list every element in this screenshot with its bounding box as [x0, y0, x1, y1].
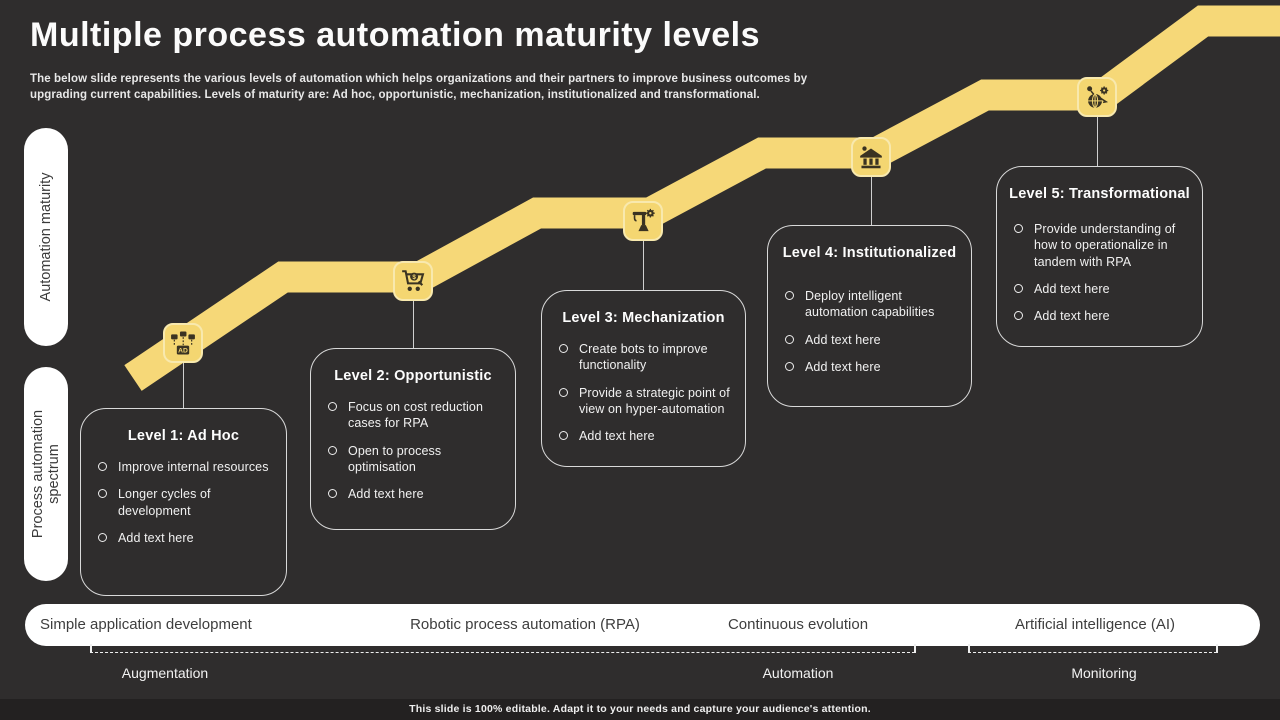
bullet-circle-icon	[1014, 224, 1023, 233]
connector-line	[1097, 117, 1098, 166]
bullet-item[interactable]: Add text here	[785, 332, 959, 348]
spectrum-label-artificial-intelligence: Artificial intelligence (AI)	[1014, 616, 1176, 633]
bullet-circle-icon	[98, 532, 107, 542]
phase-bracket-monitoring	[968, 652, 1217, 653]
robotic-arm-icon	[630, 208, 656, 234]
spectrum-label-continuous-evolution: Continuous evolution	[727, 616, 869, 633]
spectrum-label-rpa: Robotic process automation (RPA)	[410, 616, 640, 633]
bullet-circle-icon	[1014, 311, 1023, 320]
level-title: Level 5: Transformational	[1009, 186, 1190, 202]
placeholder-text[interactable]: Add text here	[348, 487, 424, 501]
spectrum-label-simple-application-development: Simple application development	[40, 616, 252, 633]
slide-subtitle: The below slide represents the various l…	[30, 73, 808, 101]
placeholder-text[interactable]: Add text here	[805, 332, 881, 347]
bullet-circle-icon	[328, 402, 337, 411]
bullet-item: Improve internal resources	[98, 459, 274, 475]
connector-line	[643, 241, 644, 290]
level-bullet-list: Create bots to improve functionality Pro…	[542, 341, 745, 444]
level-5-badge[interactable]	[1077, 77, 1117, 117]
bracket-tick	[1216, 644, 1218, 653]
level-1-card[interactable]: Level 1: Ad Hoc Improve internal resourc…	[80, 408, 287, 596]
ad-hoc-network-icon: AD	[170, 330, 196, 356]
bullet-item[interactable]: Add text here	[1014, 281, 1190, 297]
level-4-card[interactable]: Level 4: Institutionalized Deploy intell…	[767, 225, 972, 407]
level-title: Level 2: Opportunistic	[334, 368, 492, 384]
bullet-item: Open to process optimisation	[328, 443, 503, 476]
bullet-item: Provide understanding of how to operatio…	[1014, 221, 1190, 270]
ad-label: AD	[178, 348, 188, 355]
footer-note: This slide is 100% editable. Adapt it to…	[0, 699, 1280, 720]
institution-building-icon	[858, 144, 884, 170]
bullet-item[interactable]: Add text here	[1014, 308, 1190, 324]
level-bullet-list: Focus on cost reduction cases for RPA Op…	[311, 399, 515, 502]
phase-label-automation: Automation	[762, 665, 834, 681]
placeholder-text[interactable]: Add text here	[118, 530, 194, 545]
level-4-badge[interactable]	[851, 137, 891, 177]
placeholder-text[interactable]: Add text here	[579, 429, 655, 443]
level-1-badge[interactable]: AD	[163, 323, 203, 363]
bullet-circle-icon	[328, 445, 337, 455]
level-title: Level 1: Ad Hoc	[127, 428, 240, 444]
axis-pill-automation-maturity[interactable]: Automation maturity	[24, 128, 68, 346]
bullet-circle-icon	[785, 334, 794, 344]
level-3-card[interactable]: Level 3: Mechanization Create bots to im…	[541, 290, 746, 467]
phase-bracket-augmentation-automation	[90, 652, 915, 653]
bullet-circle-icon	[559, 431, 568, 440]
placeholder-text[interactable]: Add text here	[1034, 309, 1110, 323]
axis-pill-label: Automation maturity	[37, 172, 54, 302]
bracket-tick	[968, 644, 970, 653]
global-transformation-icon	[1084, 84, 1110, 110]
placeholder-text[interactable]: Add text here	[805, 359, 881, 374]
bullet-circle-icon	[559, 387, 568, 397]
bullet-text: Create bots to improve functionality	[579, 342, 708, 373]
bracket-tick	[90, 644, 92, 653]
bullet-circle-icon	[98, 462, 107, 471]
connector-line	[183, 363, 184, 408]
bullet-item: Focus on cost reduction cases for RPA	[328, 399, 503, 432]
bullet-item[interactable]: Add text here	[98, 530, 274, 546]
bullet-circle-icon	[559, 344, 568, 353]
level-2-card[interactable]: Level 2: Opportunistic Focus on cost red…	[310, 348, 516, 530]
bullet-circle-icon	[785, 361, 794, 371]
shopping-cart-icon: $	[400, 268, 426, 294]
bullet-circle-icon	[785, 291, 794, 300]
axis-pill-process-automation-spectrum[interactable]: Process automation spectrum	[24, 367, 68, 581]
phase-label-monitoring: Monitoring	[1071, 665, 1137, 681]
level-bullet-list: Provide understanding of how to operatio…	[997, 221, 1202, 324]
bullet-text: Improve internal resources	[118, 460, 269, 474]
level-2-badge[interactable]: $	[393, 261, 433, 301]
level-bullet-list: Deploy intelligent automation capabiliti…	[768, 288, 971, 375]
bullet-item[interactable]: Add text here	[328, 486, 503, 502]
bullet-text: Open to process optimisation	[348, 443, 442, 474]
placeholder-text[interactable]: Add text here	[1034, 281, 1110, 296]
spectrum-bar[interactable]: Simple application development Robotic p…	[25, 604, 1260, 646]
level-title: Level 3: Mechanization	[562, 310, 725, 326]
axis-pill-label: Process automation spectrum	[29, 409, 62, 539]
bullet-item: Create bots to improve functionality	[559, 341, 733, 374]
bullet-item[interactable]: Add text here	[785, 359, 959, 375]
bullet-text: Focus on cost reduction cases for RPA	[348, 400, 484, 431]
bullet-text: Longer cycles of development	[118, 487, 211, 518]
connector-line	[413, 301, 414, 348]
level-3-badge[interactable]	[623, 201, 663, 241]
bullet-item: Deploy intelligent automation capabiliti…	[785, 288, 959, 321]
connector-line	[871, 177, 872, 225]
bullet-text: Deploy intelligent automation capabiliti…	[805, 289, 935, 320]
bullet-item[interactable]: Add text here	[559, 428, 733, 444]
bullet-text: Provide a strategic point of view on hyp…	[579, 385, 730, 416]
bullet-circle-icon	[98, 489, 107, 499]
level-bullet-list: Improve internal resources Longer cycles…	[81, 459, 286, 546]
level-title: Level 4: Institutionalized	[782, 245, 957, 261]
svg-text:$: $	[412, 274, 416, 281]
level-5-card[interactable]: Level 5: Transformational Provide unders…	[996, 166, 1203, 347]
bullet-item: Longer cycles of development	[98, 486, 274, 519]
bullet-circle-icon	[1014, 283, 1023, 293]
bullet-item: Provide a strategic point of view on hyp…	[559, 385, 733, 418]
bullet-circle-icon	[328, 489, 337, 498]
bullet-text: Provide understanding of how to operatio…	[1034, 222, 1176, 269]
page-title: Multiple process automation maturity lev…	[30, 16, 761, 54]
bracket-tick	[914, 644, 916, 653]
phase-label-augmentation: Augmentation	[121, 665, 209, 681]
